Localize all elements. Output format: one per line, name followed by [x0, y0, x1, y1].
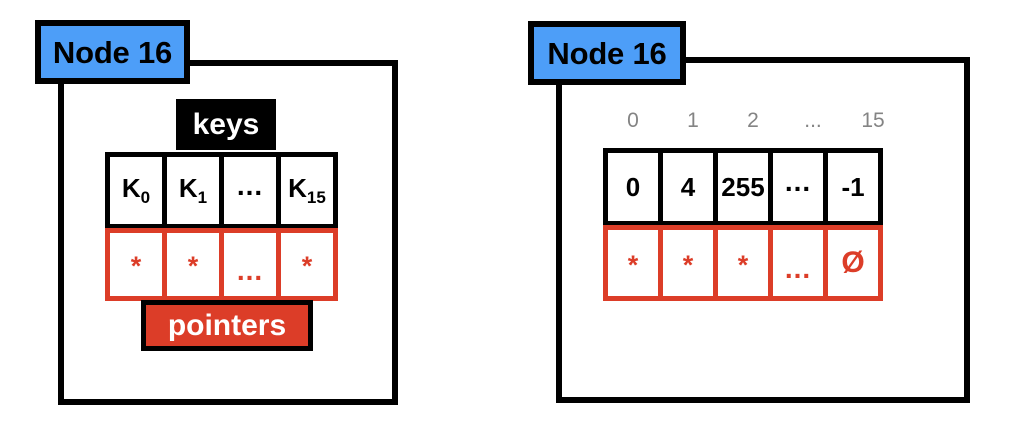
key-cell-text: K15 — [288, 175, 326, 206]
pointers-row-abstract: * * ... * — [105, 228, 338, 301]
pointer-cell: * — [658, 225, 718, 301]
pointer-cell-ellipsis: ... — [219, 228, 281, 301]
key-cell-text: 255 — [721, 172, 765, 202]
key-cell: 255 — [713, 148, 773, 226]
keys-caption-label: keys — [192, 107, 260, 141]
node-label-text: Node 16 — [547, 35, 667, 71]
keys-caption-chip: keys — [176, 99, 276, 150]
keys-row-abstract: K0 K1 ... K15 — [105, 152, 338, 229]
key-subscript: 0 — [140, 188, 151, 208]
key-subscript: 15 — [306, 188, 326, 208]
key-cell: K15 — [276, 152, 338, 229]
index-tick: 15 — [843, 105, 903, 135]
key-ellipsis-text: ... — [784, 166, 812, 197]
pointer-cell: * — [276, 228, 338, 301]
key-cell: -1 — [823, 148, 883, 226]
key-subscript: 1 — [197, 188, 208, 208]
pointer-cell-ellipsis: ... — [768, 225, 828, 301]
key-cell-text: -1 — [841, 172, 865, 202]
key-base: K — [178, 172, 198, 203]
key-cell-text: 4 — [680, 172, 696, 202]
pointer-star-glyph: * — [737, 249, 749, 280]
pointer-cell: * — [105, 228, 167, 301]
index-tick: 0 — [603, 105, 663, 135]
pointer-star-glyph: * — [301, 251, 313, 282]
null-pointer-icon: Ø — [841, 246, 865, 279]
pointer-star-glyph: * — [187, 251, 199, 282]
key-cell-text: 0 — [625, 172, 641, 202]
node-label-chip-concrete: Node 16 — [528, 21, 686, 85]
key-cell: 4 — [658, 148, 718, 226]
node-label-text: Node 16 — [52, 34, 173, 70]
key-cell-ellipsis: ... — [768, 148, 828, 226]
index-tick-label: 1 — [687, 108, 699, 132]
pointer-star-glyph: * — [682, 249, 694, 280]
pointer-ellipsis-text: ... — [236, 254, 264, 286]
pointer-star-glyph: * — [627, 249, 639, 280]
pointer-cell: * — [162, 228, 224, 301]
pointers-row-concrete: * * * ... Ø — [603, 225, 883, 301]
index-tick-ellipsis: ... — [783, 105, 843, 135]
key-base: K — [288, 172, 307, 203]
key-ellipsis-text: ... — [236, 169, 264, 201]
key-cell: K1 — [162, 152, 224, 229]
pointers-caption-label: pointers — [167, 308, 287, 342]
key-cell: K0 — [105, 152, 167, 229]
index-tick-label: 0 — [627, 108, 639, 132]
key-cell-text: K0 — [122, 175, 150, 206]
key-cell-ellipsis: ... — [219, 152, 281, 229]
pointer-star-glyph: * — [130, 251, 142, 282]
index-tick-label: 15 — [861, 108, 885, 132]
pointer-ellipsis-text: ... — [784, 253, 812, 284]
index-ruler: 0 1 2 ... 15 — [603, 105, 903, 135]
index-tick-label: ... — [804, 108, 822, 132]
node-label-chip-abstract: Node 16 — [35, 20, 190, 84]
keys-row-concrete: 0 4 255 ... -1 — [603, 148, 883, 226]
key-cell-text: K1 — [179, 175, 207, 206]
pointer-cell: * — [713, 225, 773, 301]
index-tick-label: 2 — [747, 108, 759, 132]
index-tick: 2 — [723, 105, 783, 135]
pointer-cell-null: Ø — [823, 225, 883, 301]
index-tick: 1 — [663, 105, 723, 135]
pointer-cell: * — [603, 225, 663, 301]
key-cell: 0 — [603, 148, 663, 226]
pointers-caption-chip: pointers — [141, 300, 313, 351]
key-base: K — [121, 172, 141, 203]
